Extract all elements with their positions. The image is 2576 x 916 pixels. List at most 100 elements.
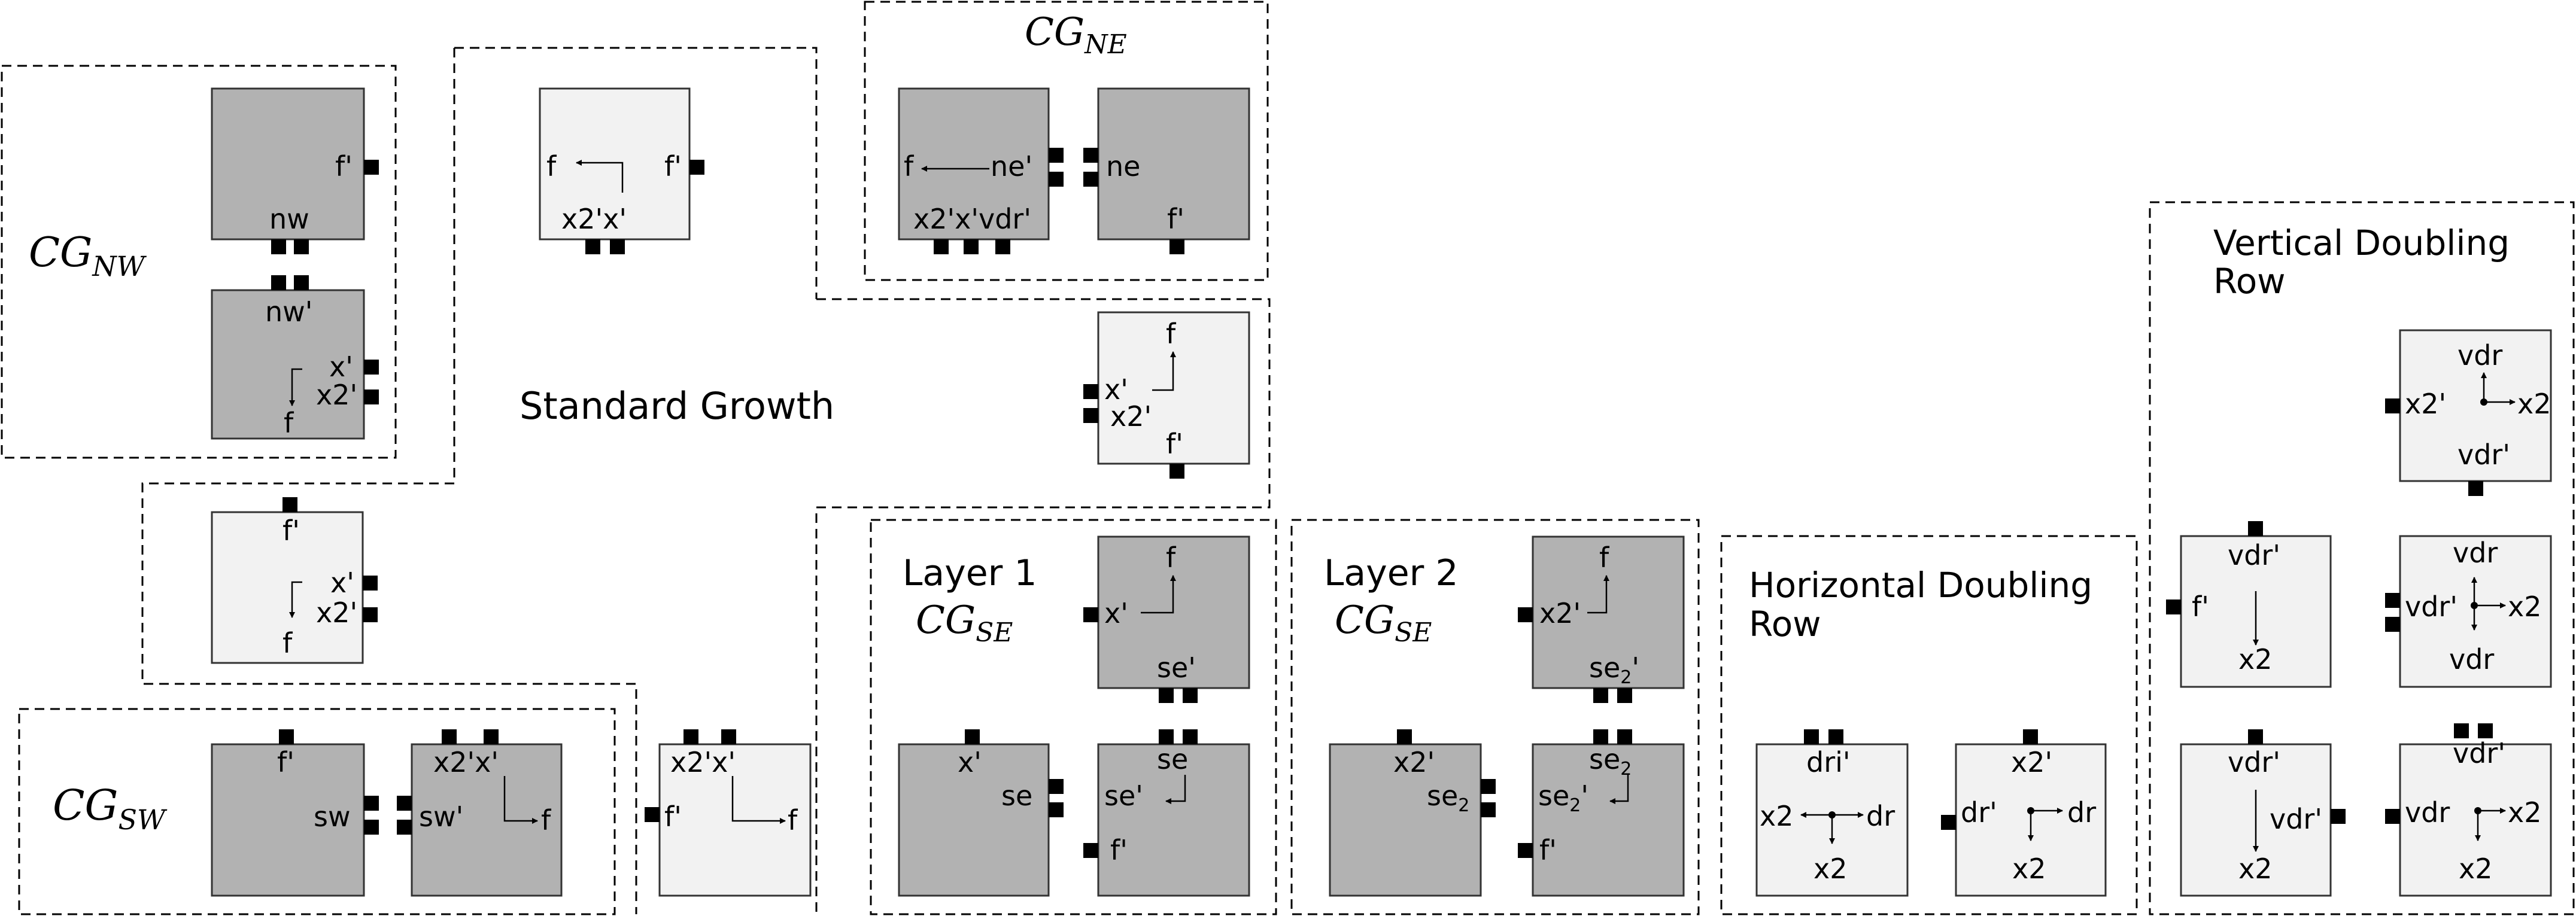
glue-label: nw' — [265, 296, 312, 328]
glue-label: f — [1599, 541, 1610, 574]
glue-label: x' — [1104, 373, 1128, 406]
glue — [294, 275, 309, 290]
glue — [1083, 384, 1098, 399]
tile-vdr-mid-right — [2399, 535, 2552, 688]
glue — [294, 239, 309, 254]
glue-label: f' — [664, 801, 682, 833]
label-standard-growth: Standard Growth — [520, 384, 834, 428]
glue-label: f' — [1167, 203, 1184, 235]
glue-label: x2 — [2459, 853, 2493, 885]
glue — [1617, 688, 1632, 703]
tile-left-link — [211, 511, 364, 664]
glue-label: x2'x'vdr' — [913, 203, 1031, 235]
tile-l1-left — [898, 743, 1050, 897]
glue — [721, 729, 736, 744]
glue — [1183, 729, 1198, 744]
arrow — [289, 581, 302, 618]
glue-label: vdr' — [2228, 746, 2280, 778]
tile-labels: f' nw nw' x' x2' f f f' x2'x' f ne' x2'x… — [265, 150, 2551, 885]
arrow — [576, 160, 624, 193]
arrow — [1609, 775, 1629, 804]
glue-label: x2' — [1539, 597, 1581, 629]
glue-label: x2 — [2238, 643, 2273, 675]
glue — [363, 607, 378, 622]
glue-label: vdr' — [2453, 737, 2505, 769]
region-vdr — [2149, 201, 2575, 915]
region-standard-growth — [141, 47, 818, 914]
glue — [1593, 688, 1608, 703]
glue-label: x2'x' — [433, 746, 499, 778]
glue-label: vdr — [2405, 796, 2450, 829]
glue-label: f' — [664, 150, 682, 182]
glue — [1083, 607, 1098, 622]
glue-label: se2 — [1427, 780, 1469, 816]
label-cg-ne: CGNE — [1025, 10, 1127, 60]
glue — [282, 497, 297, 512]
glue-label: sw — [314, 801, 351, 833]
glue-label: f — [541, 804, 552, 836]
glue — [1481, 779, 1496, 794]
region-layer2 — [1290, 519, 1700, 915]
glue-label: ne — [1106, 150, 1140, 182]
glue — [1804, 729, 1819, 744]
glue — [995, 239, 1010, 254]
glue-label: dr' — [1961, 796, 1997, 829]
glue — [364, 389, 379, 404]
glue-label: x2' — [2405, 388, 2446, 420]
glue — [1481, 802, 1496, 817]
tile-l2-left — [1329, 743, 1482, 897]
glue-label: f — [284, 407, 294, 439]
glue-label: x2' — [1393, 746, 1435, 778]
glue — [965, 729, 980, 744]
arrow — [1587, 575, 1609, 614]
glue — [364, 796, 379, 811]
glue-label: f' — [2192, 591, 2209, 623]
glue-label: se' — [1104, 780, 1143, 812]
arrow — [1152, 351, 1176, 391]
glue — [364, 360, 379, 375]
glue — [2385, 593, 2400, 608]
label-hdr-2: Row — [1749, 604, 1821, 644]
region-standard-growth-right — [815, 298, 1271, 914]
glue — [484, 729, 499, 744]
glue-label: x' — [1104, 597, 1128, 629]
glue-label: x2 — [2517, 388, 2551, 420]
glue-label: f — [1166, 541, 1177, 574]
glue-label: x2 — [2012, 853, 2046, 885]
glue-label: vdr' — [2228, 539, 2280, 571]
glue — [1617, 729, 1632, 744]
glue — [610, 239, 625, 254]
label-layer2-cg-se: CGSE — [1335, 598, 1432, 648]
glue — [2023, 729, 2038, 744]
glue — [2468, 481, 2483, 496]
glue-label: x2 — [2508, 591, 2542, 623]
junction-dot — [2474, 807, 2481, 814]
glue — [1518, 607, 1533, 622]
arrow — [289, 368, 302, 406]
tile-l1-right — [1097, 743, 1250, 897]
glue — [1183, 688, 1198, 703]
label-layer1: Layer 1 — [903, 552, 1037, 594]
glue — [271, 275, 286, 290]
label-layer2: Layer 2 — [1324, 552, 1459, 594]
glue-label: x2' — [316, 597, 357, 629]
arrow — [503, 776, 538, 824]
glue-label: f — [904, 150, 915, 182]
glue-label: dr — [2067, 796, 2096, 829]
glue — [364, 820, 379, 835]
glue — [964, 239, 979, 254]
region-cg-nw — [1, 65, 397, 459]
glue-label: f' — [1166, 428, 1183, 460]
tile-nw-top — [211, 87, 365, 241]
glue — [2331, 809, 2346, 824]
label-vdr-2: Row — [2213, 261, 2286, 302]
glue-label: vdr — [2453, 537, 2498, 569]
label-layer1-cg-se: CGSE — [916, 598, 1013, 648]
glue — [442, 729, 457, 744]
glue-label: se' — [1157, 652, 1196, 684]
glue-label: x2 — [1813, 853, 1848, 885]
glue-label: f' — [277, 746, 294, 778]
glue — [271, 239, 286, 254]
